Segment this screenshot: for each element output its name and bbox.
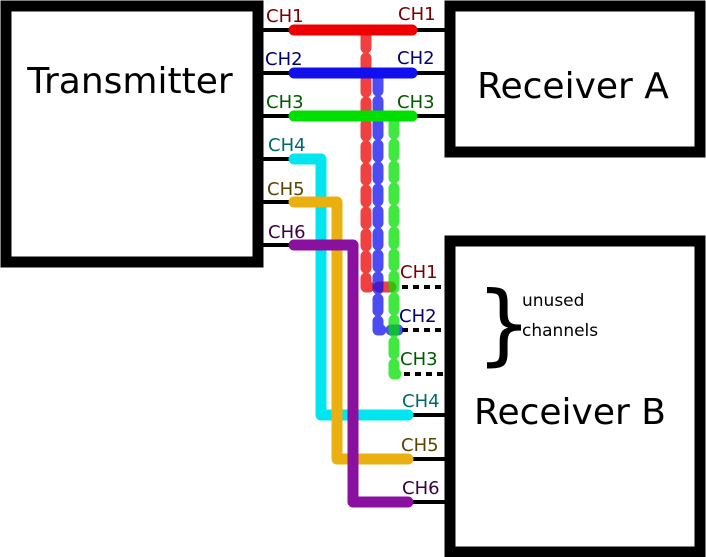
unused-label-line1: unused bbox=[522, 291, 584, 311]
ch4-wire bbox=[288, 153, 414, 421]
rxa-ch2-label: CH2 bbox=[397, 48, 435, 69]
tx-ch4-label: CH4 bbox=[268, 135, 306, 156]
receiver-a-title: Receiver A bbox=[477, 66, 669, 107]
transmitter-box bbox=[0, 0, 264, 268]
rxa-ch3-label: CH3 bbox=[397, 92, 435, 113]
tx-ch2-label: CH2 bbox=[265, 49, 303, 70]
rxb-ch3-label: CH3 bbox=[400, 349, 438, 370]
ch5-wire bbox=[288, 196, 414, 465]
unused-label-line2: channels bbox=[522, 321, 598, 341]
unused-brace: } bbox=[476, 272, 532, 375]
tx-ch5-label: CH5 bbox=[267, 179, 305, 200]
ch6-wire bbox=[288, 239, 414, 508]
tx-ch6-label: CH6 bbox=[268, 222, 306, 243]
receiver-a-channel-labels: CH1 CH2 CH3 bbox=[397, 4, 436, 113]
rxa-ch1-label: CH1 bbox=[398, 4, 436, 25]
receiver-b-box bbox=[444, 235, 706, 557]
transmitter-channel-labels: CH1 CH2 CH3 CH4 CH5 CH6 bbox=[265, 6, 306, 243]
rxb-ch4-label: CH4 bbox=[402, 391, 440, 412]
rxb-ch5-label: CH5 bbox=[401, 435, 439, 456]
receiver-b-title: Receiver B bbox=[474, 392, 666, 433]
tx-ch3-label: CH3 bbox=[266, 92, 304, 113]
rxb-ch1-label: CH1 bbox=[400, 262, 438, 283]
receiver-b-channel-labels: CH1 CH2 CH3 CH4 CH5 CH6 bbox=[399, 262, 440, 499]
rxb-ch2-label: CH2 bbox=[399, 306, 437, 327]
receiver-a-box bbox=[444, 0, 706, 158]
rxb-ch6-label: CH6 bbox=[402, 478, 440, 499]
transmitter-title: Transmitter bbox=[26, 61, 233, 102]
tx-ch1-label: CH1 bbox=[266, 6, 304, 27]
ch3-split-wire bbox=[388, 116, 408, 380]
